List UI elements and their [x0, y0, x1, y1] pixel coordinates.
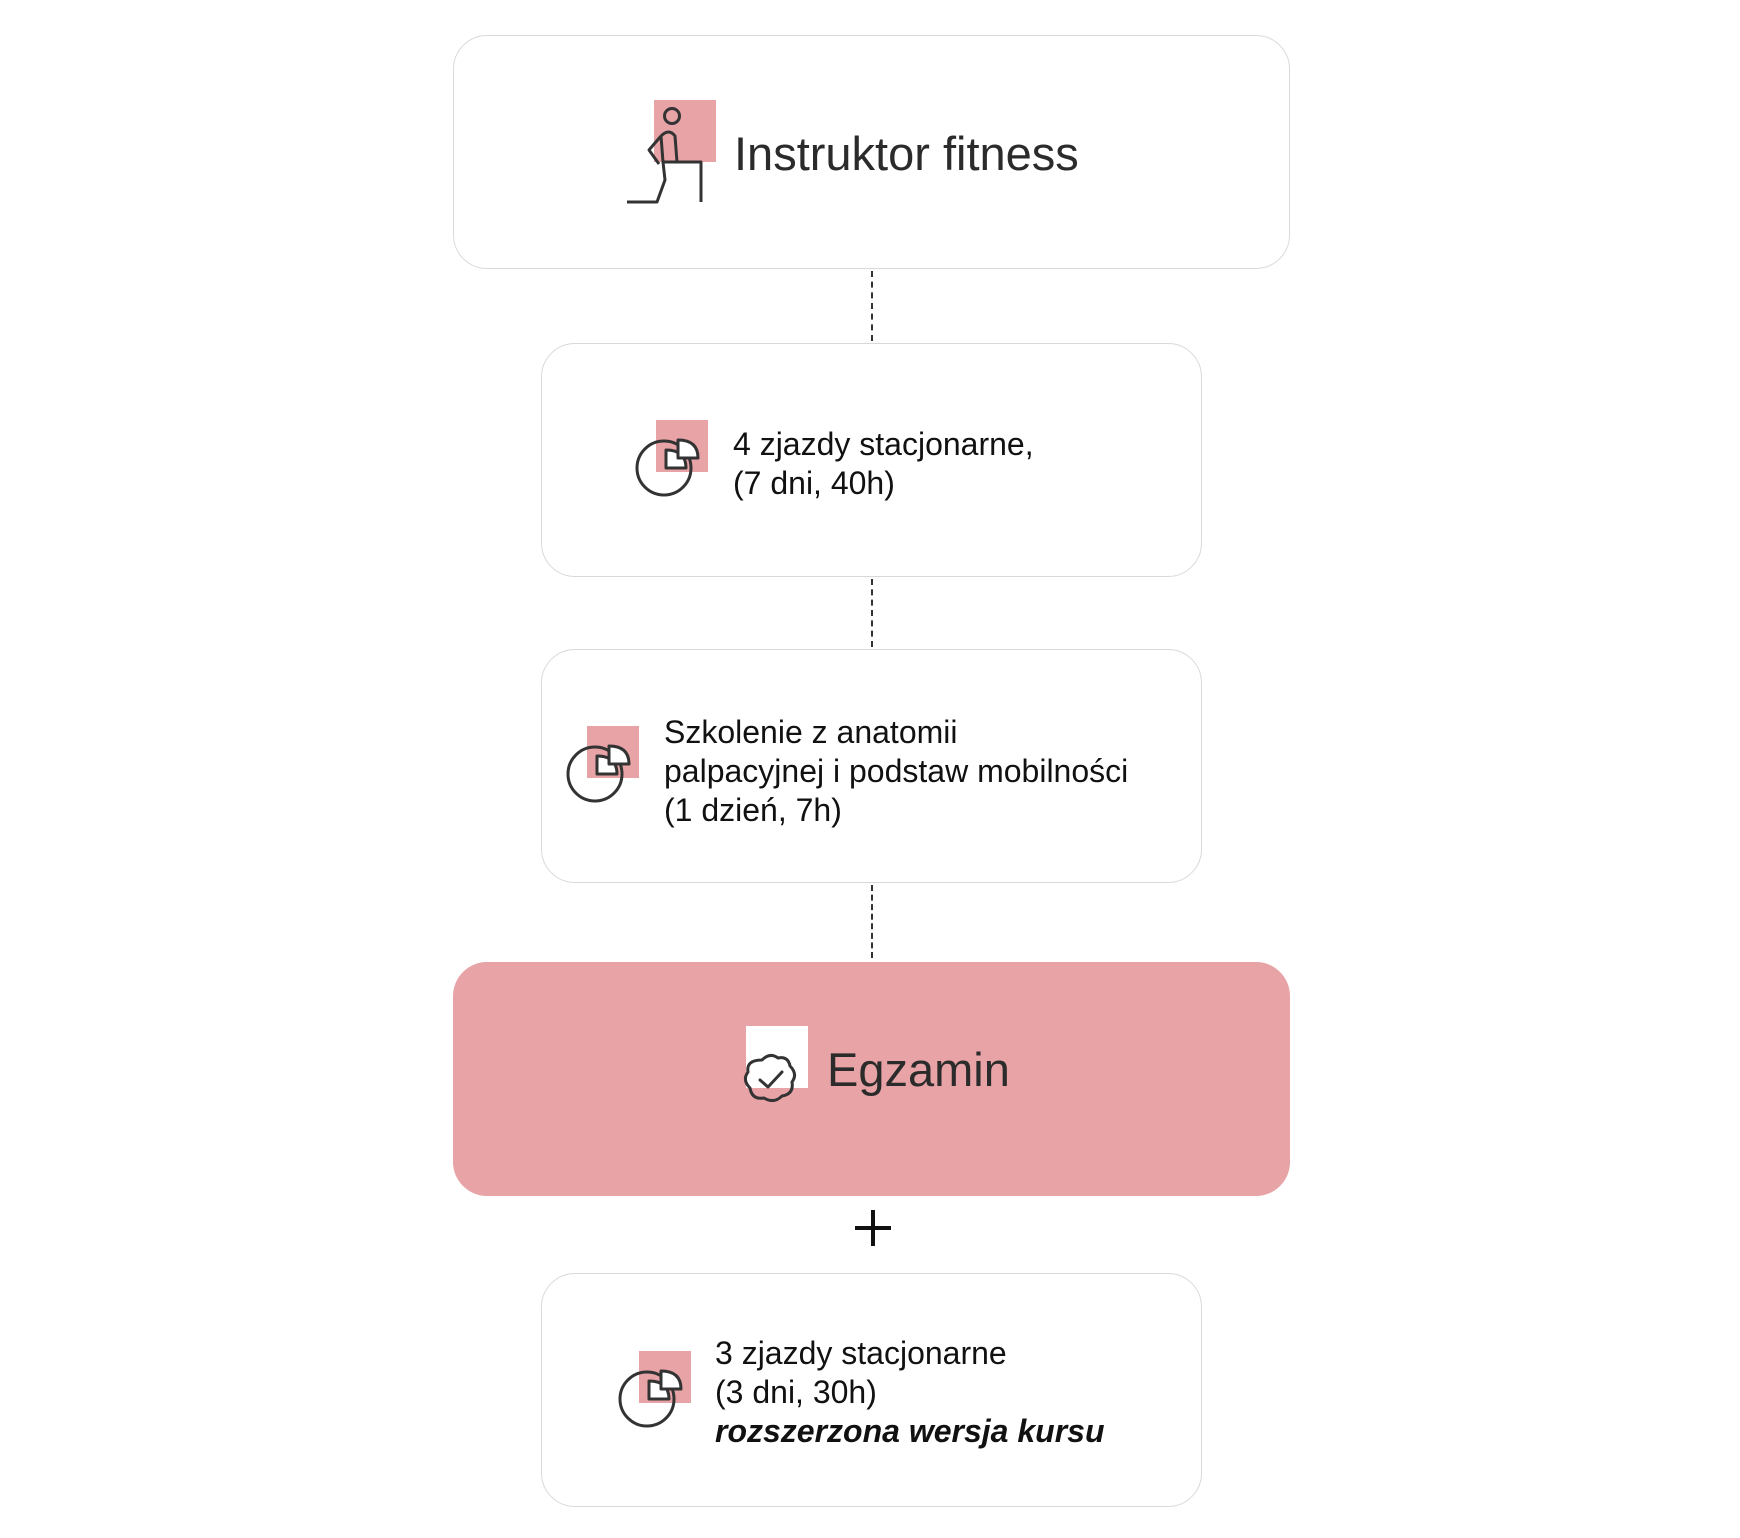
step-card-1 [541, 343, 1202, 577]
connector-step1-to-step2 [871, 579, 873, 647]
main-course-card [453, 35, 1290, 269]
schedule-chart-icon [618, 1351, 691, 1428]
schedule-chart-icon [566, 726, 639, 803]
step-card-2 [541, 649, 1202, 883]
extension-text: 3 zjazdy stacjonarne (3 dni, 30h) rozsze… [715, 1334, 1104, 1451]
extension-line-2: (3 dni, 30h) [715, 1374, 877, 1410]
extension-line-1: 3 zjazdy stacjonarne [715, 1335, 1007, 1371]
step-2-line-2: palpacyjnej i podstaw mobilności [664, 753, 1129, 789]
step-1-text: 4 zjazdy stacjonarne, (7 dni, 40h) [733, 425, 1034, 503]
connector-main-to-step1 [871, 271, 873, 341]
schedule-chart-icon [635, 420, 708, 497]
exam-card [453, 962, 1290, 1196]
main-course-title: Instruktor fitness [734, 127, 1079, 180]
certificate-badge-icon [743, 1026, 808, 1103]
exam-title: Egzamin [827, 1043, 1010, 1096]
connector-step2-to-exam [871, 885, 873, 958]
step-1-line-2: (7 dni, 40h) [733, 465, 895, 501]
step-2-line-1: Szkolenie z anatomii [664, 714, 958, 750]
step-2-text: Szkolenie z anatomii palpacyjnej i podst… [664, 713, 1128, 830]
extension-note: rozszerzona wersja kursu [715, 1413, 1105, 1449]
step-2-line-3: (1 dzień, 7h) [664, 792, 842, 828]
plus-icon [853, 1208, 893, 1248]
fitness-instructor-icon [627, 100, 716, 204]
step-1-line-1: 4 zjazdy stacjonarne, [733, 426, 1034, 462]
